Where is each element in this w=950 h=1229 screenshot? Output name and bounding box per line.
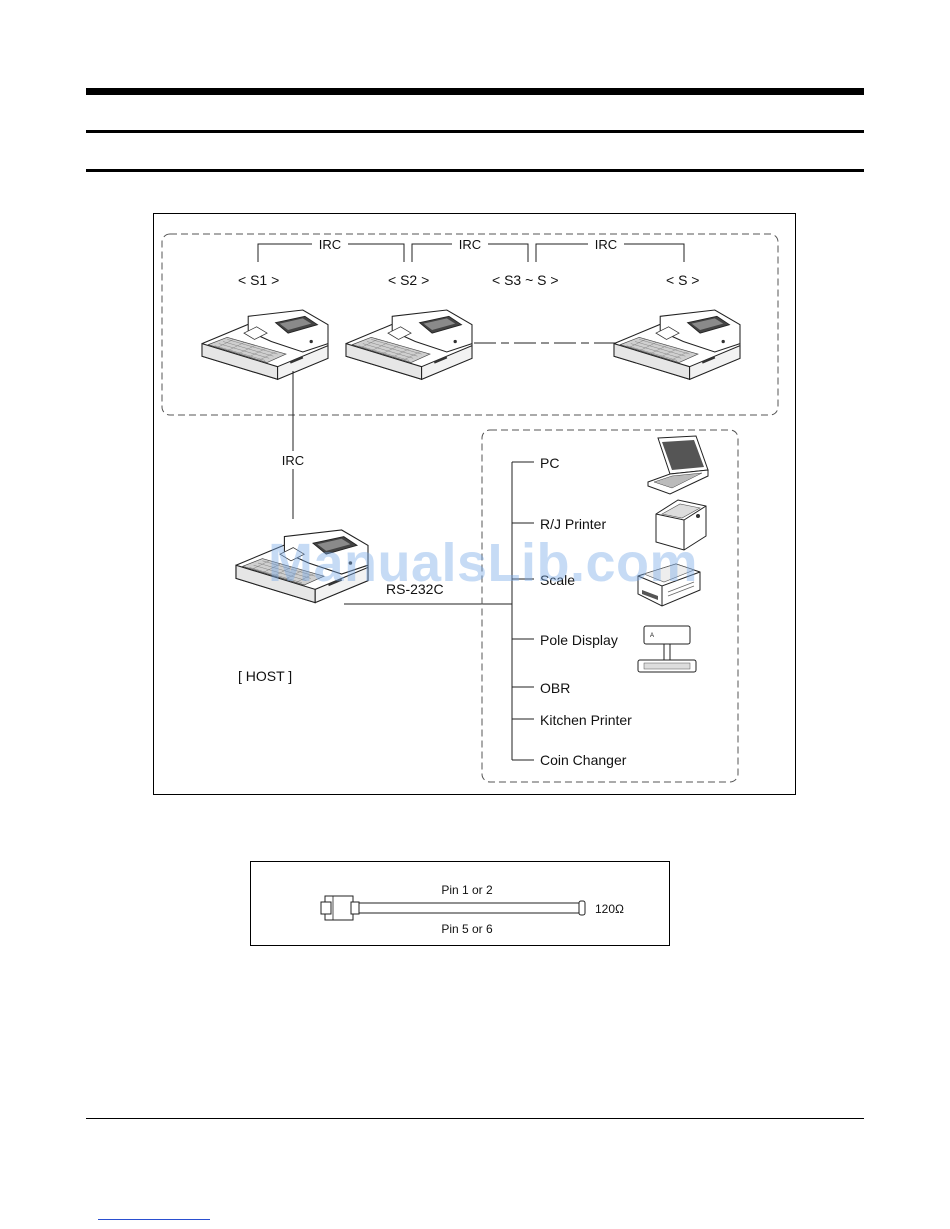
peripheral-label-rj-printer: R/J Printer [540,516,606,532]
cash-register-icon [614,310,740,379]
laptop-icon [648,436,708,494]
footer-link-underline[interactable] [98,1219,210,1220]
cable-pin-top-label: Pin 1 or 2 [441,883,493,897]
station-label: < S3 ~ S > [492,272,559,288]
irc-label: IRC [319,237,341,252]
top-rule-thick [86,88,864,95]
peripheral-label-pc: PC [540,455,559,471]
terminator-resistor-icon [579,901,585,915]
network-diagram-svg: IRC IRC IRC < S1 > < S2 > < S3 ~ S > < S… [154,214,797,796]
top-rule-middle [86,130,864,133]
peripheral-label-scale: Scale [540,572,575,588]
station-label: < S2 > [388,272,429,288]
station-label: < S > [666,272,699,288]
terminator-label: 120Ω [595,902,624,916]
peripheral-label-obr: OBR [540,680,570,696]
peripheral-region [482,430,738,782]
peripheral-label-kitchen-printer: Kitchen Printer [540,712,632,728]
pole-display-icon: A [638,626,696,672]
network-diagram: IRC IRC IRC < S1 > < S2 > < S3 ~ S > < S… [153,213,796,795]
peripheral-label-pole-display: Pole Display [540,632,618,648]
receipt-printer-icon [656,500,706,550]
rs232c-label: RS-232C [386,581,444,597]
modular-plug-icon [321,896,359,920]
top-rule-lower [86,169,864,172]
host-label: [ HOST ] [238,668,292,684]
irc-label: IRC [459,237,481,252]
peripheral-label-coin-changer: Coin Changer [540,752,627,768]
scale-icon [638,564,700,606]
station-label: < S1 > [238,272,279,288]
cash-register-icon [202,310,328,379]
svg-text:A: A [650,633,654,639]
cable-diagram-svg: Pin 1 or 2 Pin 5 or 6 120Ω [251,862,671,947]
host-cash-register-icon [236,530,368,603]
irc-label: IRC [282,453,304,468]
footer-rule [86,1118,864,1119]
cable-diagram: Pin 1 or 2 Pin 5 or 6 120Ω [250,861,670,946]
cable-pin-bottom-label: Pin 5 or 6 [441,922,493,936]
irc-label: IRC [595,237,617,252]
cash-register-icon [346,310,472,379]
